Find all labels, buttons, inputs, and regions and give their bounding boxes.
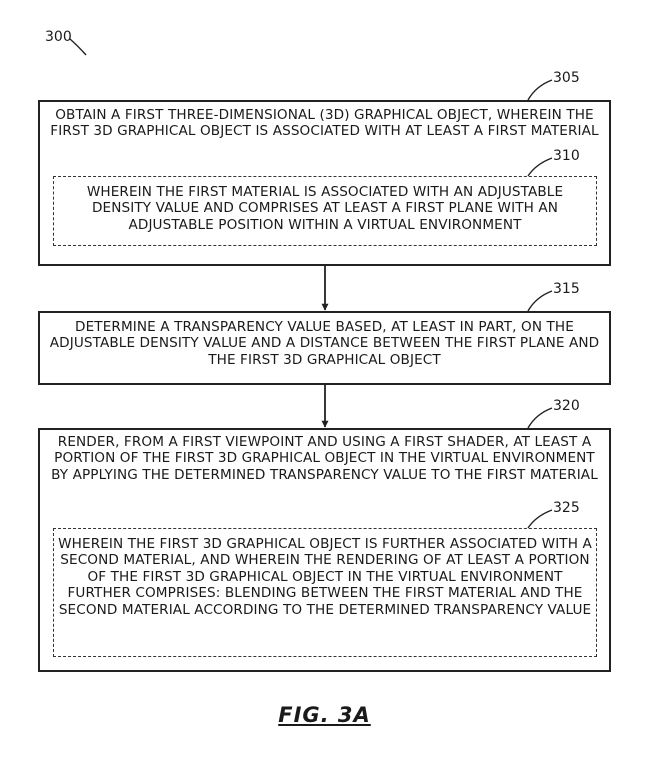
figure-ref-label: 300 xyxy=(45,29,72,45)
step-325-text: WHEREIN THE FIRST 3D GRAPHICAL OBJECT IS… xyxy=(58,536,592,618)
step-320-leader-line xyxy=(527,407,553,429)
step-315-ref-label: 315 xyxy=(553,281,580,297)
step-305-box: OBTAIN A FIRST THREE-DIMENSIONAL (3D) GR… xyxy=(38,100,611,266)
step-305-ref-label: 305 xyxy=(553,70,580,86)
figure-caption: FIG. 3A xyxy=(278,703,371,727)
step-310-dashed-box: WHEREIN THE FIRST MATERIAL IS ASSOCIATED… xyxy=(53,176,597,246)
figure-ref-leader-line xyxy=(69,38,87,56)
step-305-text: OBTAIN A FIRST THREE-DIMENSIONAL (3D) GR… xyxy=(50,107,599,140)
step-310-ref-label: 310 xyxy=(553,148,580,164)
step-320-ref-label: 320 xyxy=(553,398,580,414)
step-315-text: DETERMINE A TRANSPARENCY VALUE BASED, AT… xyxy=(49,319,600,368)
step-325-ref-label: 325 xyxy=(553,500,580,516)
step-315-box: DETERMINE A TRANSPARENCY VALUE BASED, AT… xyxy=(38,311,611,385)
step-320-text: RENDER, FROM A FIRST VIEWPOINT AND USING… xyxy=(51,434,598,483)
step-310-text: WHEREIN THE FIRST MATERIAL IS ASSOCIATED… xyxy=(86,184,564,233)
step-315-leader-line xyxy=(527,290,553,312)
step-325-dashed-box: WHEREIN THE FIRST 3D GRAPHICAL OBJECT IS… xyxy=(53,528,597,657)
step-305-leader-line xyxy=(527,79,553,101)
step-320-box: RENDER, FROM A FIRST VIEWPOINT AND USING… xyxy=(38,428,611,672)
